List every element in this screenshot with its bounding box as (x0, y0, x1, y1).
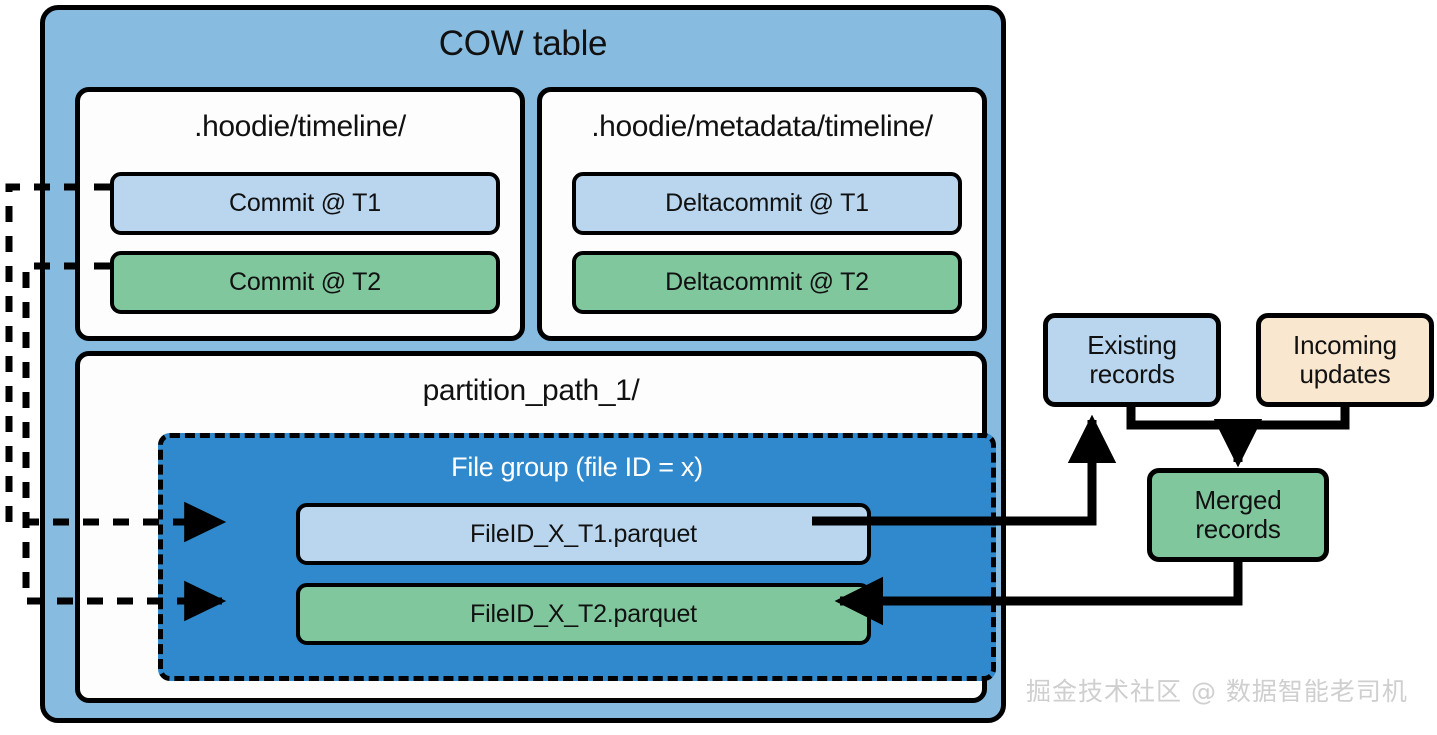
hoodie-metadata-timeline-title: .hoodie/metadata/timeline/ (591, 110, 933, 143)
file-group-title: File group (file ID = x) (451, 452, 703, 482)
incoming-updates-box: Incoming updates (1256, 313, 1434, 407)
file-t1-parquet: FileID_X_T1.parquet (296, 503, 871, 565)
merged-records-label-line1: Merged (1194, 484, 1282, 515)
existing-records-label-line2: records (1089, 359, 1175, 389)
partition-path-panel: partition_path_1/ File group (file ID = … (75, 351, 996, 703)
incoming-updates-label-line2: updates (1299, 359, 1391, 389)
dashed-connector-t2 (22, 262, 227, 622)
existing-records-label-line1: Existing (1087, 329, 1177, 360)
commit-t2-pill: Commit @ T2 (110, 251, 500, 314)
watermark-text: 掘金技术社区 @ 数据智能老司机 (1026, 677, 1408, 706)
hoodie-timeline-title: .hoodie/timeline/ (194, 110, 406, 143)
file-group-container: File group (file ID = x) FileID_X_T1.par… (158, 433, 996, 681)
flow-merged-to-file-t2 (834, 562, 1243, 626)
cow-table-container: COW table .hoodie/timeline/ Commit @ T1 … (40, 5, 1006, 723)
merged-records-box: Merged records (1147, 468, 1329, 562)
dashed-connector-t1 (5, 183, 227, 543)
cow-table-title: COW table (438, 24, 608, 63)
incoming-updates-label-line1: Incoming (1293, 329, 1397, 360)
hoodie-timeline-panel: .hoodie/timeline/ Commit @ T1 Commit @ T… (75, 87, 525, 341)
commit-t1-pill: Commit @ T1 (110, 172, 500, 235)
partition-path-title: partition_path_1/ (422, 374, 640, 407)
flow-t1-to-existing-records (812, 414, 1117, 526)
hoodie-metadata-timeline-panel: .hoodie/metadata/timeline/ Deltacommit @… (537, 87, 987, 341)
flow-existing-to-merge-junction (1126, 407, 1350, 430)
deltacommit-t1-pill: Deltacommit @ T1 (572, 172, 962, 235)
merged-records-label-line2: records (1195, 514, 1281, 544)
existing-records-box: Existing records (1043, 313, 1221, 407)
deltacommit-t2-pill: Deltacommit @ T2 (572, 251, 962, 314)
